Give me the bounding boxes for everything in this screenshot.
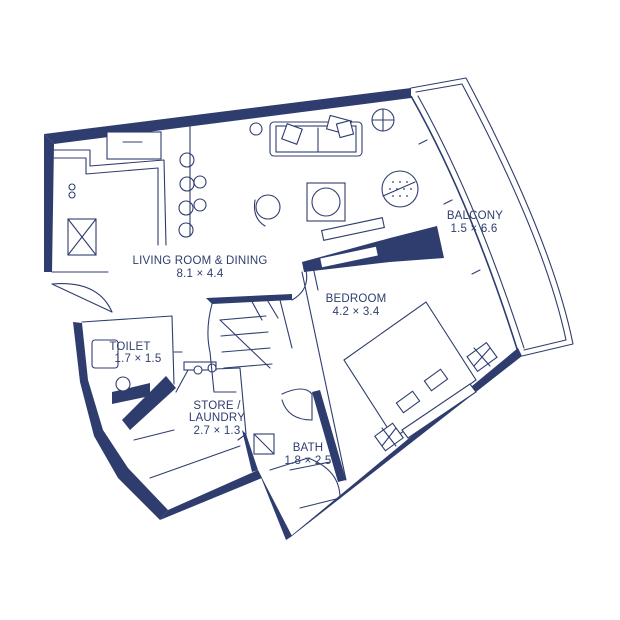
living-room-dims: 8.1 × 4.4 bbox=[177, 268, 224, 280]
coffee-table bbox=[253, 182, 346, 227]
toilet-room bbox=[81, 315, 183, 392]
sofa bbox=[269, 114, 363, 157]
bath-room bbox=[253, 433, 341, 509]
bath-dims: 1.8 × 2.5 bbox=[285, 455, 332, 467]
dining-stools bbox=[178, 123, 207, 238]
round-rug bbox=[381, 170, 419, 208]
living-room-name: LIVING ROOM & DINING bbox=[133, 255, 268, 267]
staircase bbox=[207, 269, 308, 393]
hall-doors bbox=[281, 388, 313, 421]
bedroom-dims: 4.2 × 3.4 bbox=[333, 306, 380, 318]
bed bbox=[343, 301, 498, 452]
balcony-name: BALCONY bbox=[447, 210, 503, 222]
balcony-dims: 1.5 × 6.6 bbox=[451, 223, 498, 235]
bedroom-name: BEDROOM bbox=[326, 293, 387, 305]
store-dims: 2.7 × 1.3 bbox=[194, 425, 241, 437]
bath-name: BATH bbox=[293, 442, 324, 454]
store-name: STORE / bbox=[193, 400, 241, 412]
store-laundry-room bbox=[133, 361, 247, 479]
store-name-2: LAUNDRY bbox=[189, 412, 245, 424]
room-labels: LIVING ROOM & DINING 8.1 × 4.4 BALCONY 1… bbox=[109, 210, 503, 467]
toilet-dims: 1.7 × 1.5 bbox=[115, 353, 162, 365]
tv-unit bbox=[318, 217, 386, 269]
lamps bbox=[249, 108, 395, 136]
toilet-name: TOILET bbox=[109, 341, 150, 353]
balcony-area bbox=[410, 77, 574, 357]
kitchen bbox=[53, 131, 167, 256]
bedroom-partitions bbox=[301, 261, 347, 481]
entrance-door bbox=[51, 271, 113, 313]
